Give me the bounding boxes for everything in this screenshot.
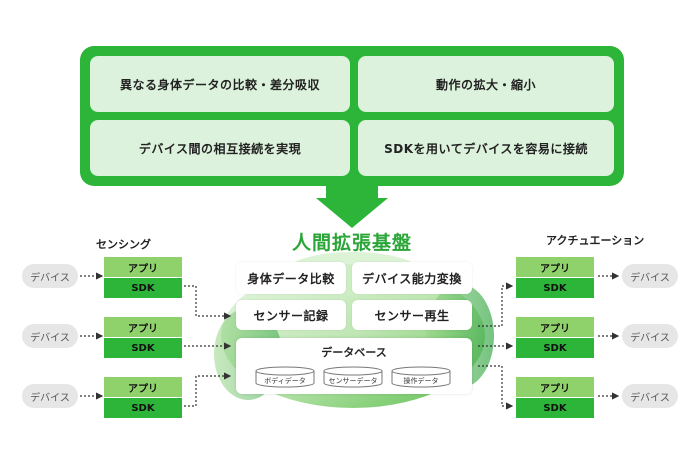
function-sensor-recording: センサー記録: [236, 300, 346, 330]
feature-box-device-interconnection: デバイス間の相互接続を実現: [90, 120, 350, 176]
feature-box-motion-scaling: 動作の拡大・縮小: [358, 56, 614, 112]
actuation-title: アクチュエーション: [546, 234, 645, 247]
function-sensor-playback: センサー再生: [352, 300, 472, 330]
actuation-sdk-label: SDK: [516, 398, 594, 418]
database-title: データベース: [321, 346, 387, 359]
down-arrow-stem: [326, 184, 378, 200]
database-cylinder-icon: [391, 366, 451, 388]
actuation-device: デバイス: [622, 324, 678, 348]
platform-title: 人間拡張基盤: [291, 232, 412, 254]
store-body-data: ボディデータ: [264, 377, 306, 385]
sensing-app-label: アプリ: [104, 317, 182, 337]
function-body-data-comparison: 身体データ比較: [236, 262, 346, 294]
actuation-app-label: アプリ: [516, 257, 594, 277]
sensing-title: センシング: [96, 238, 151, 251]
sensing-sdk-label: SDK: [104, 278, 182, 298]
actuation-app-label: アプリ: [516, 317, 594, 337]
sensing-device: デバイス: [22, 384, 78, 408]
store-operation-data: 操作データ: [403, 377, 439, 385]
sensing-sdk-label: SDK: [104, 398, 182, 418]
sensing-sdk-label: SDK: [104, 338, 182, 358]
feature-box-sdk-connection: SDKを用いてデバイスを容易に接続: [358, 120, 614, 176]
sensing-app-label: アプリ: [104, 257, 182, 277]
actuation-device: デバイス: [622, 384, 678, 408]
sensing-device: デバイス: [22, 324, 78, 348]
down-arrow-icon: [316, 198, 388, 228]
actuation-device: デバイス: [622, 264, 678, 288]
feature-box-data-comparison: 異なる身体データの比較・差分吸収: [90, 56, 350, 112]
sensing-app-label: アプリ: [104, 377, 182, 397]
database-cylinder-icon: [323, 366, 383, 388]
function-device-capability-conversion: デバイス能力変換: [352, 262, 472, 294]
database-cylinder-icon: [255, 366, 315, 388]
actuation-sdk-label: SDK: [516, 278, 594, 298]
store-sensor-data: センサーデータ: [328, 377, 378, 385]
sensing-device: デバイス: [22, 264, 78, 288]
actuation-sdk-label: SDK: [516, 338, 594, 358]
actuation-app-label: アプリ: [516, 377, 594, 397]
